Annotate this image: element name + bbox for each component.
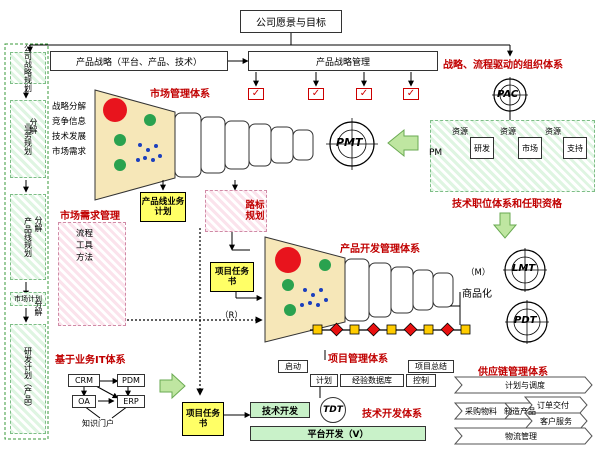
- it-erp: ERP: [117, 395, 145, 408]
- tdt-target: TDT: [320, 397, 346, 423]
- dept-market: 市场: [518, 137, 542, 159]
- dept-support: 支持: [563, 137, 587, 159]
- strategy-inputs: 战略分解 竞争信息 技术发展 市场需求: [52, 100, 86, 160]
- pdt-label: PDT: [514, 315, 537, 326]
- pm-plan: 计划: [310, 374, 338, 387]
- pm-control: 控制: [406, 374, 436, 387]
- left-item-company-strategy: 公司战略规划: [10, 44, 46, 92]
- checkmark-icon: ✓: [308, 88, 324, 100]
- r-label: （R）: [220, 311, 243, 321]
- resource-label: 资源: [500, 127, 516, 136]
- demand-process: 流程: [76, 229, 94, 239]
- pm-start: 启动: [278, 360, 308, 373]
- demand-mgmt-title: 市场需求管理: [60, 211, 120, 222]
- product-strategy-mgmt-box: 产品战略管理: [248, 51, 438, 71]
- supply-logistics: 物流管理: [505, 432, 537, 441]
- tech-dev-title: 技术开发体系: [362, 409, 422, 420]
- it-knowledge-portal: 知识门户: [82, 419, 114, 428]
- market-mgmt-title: 市场管理体系: [150, 89, 210, 100]
- input-market-demand: 市场需求: [52, 147, 87, 157]
- pm-summary: 项目总结: [408, 360, 454, 373]
- commercial-label: 商品化: [462, 289, 492, 300]
- company-vision-box: 公司愿景与目标: [240, 10, 342, 33]
- supply-order-delivery: 订单交付: [537, 401, 569, 410]
- checkmark-icon: ✓: [356, 88, 372, 100]
- lmt-label: LMT: [512, 263, 536, 274]
- m-label: （M）: [466, 268, 491, 278]
- resource-label: 资源: [452, 127, 468, 136]
- product-line-plan-box: 产品线业务计划: [140, 192, 186, 222]
- decompose-label: 分解: [34, 216, 43, 232]
- input-strategy-decomp: 战略分解: [52, 102, 87, 112]
- demand-items: 流程 工具 方法: [76, 228, 93, 264]
- roadmap-panel: 路标规划: [205, 190, 267, 232]
- project-task-box: 项目任务书: [210, 262, 254, 292]
- tech-dev-box: 技术开发: [250, 402, 310, 418]
- demand-methods: 方法: [76, 253, 94, 263]
- decompose-label: 分解: [34, 300, 43, 316]
- supply-title: 供应链管理体系: [478, 367, 548, 378]
- left-item-rd-plan: 研发计划（产品）: [10, 324, 46, 434]
- left-item-business-plan: 业务规划: [10, 100, 46, 178]
- org-title: 战略、流程驱动的组织体系: [443, 60, 563, 71]
- it-crm: CRM: [68, 374, 100, 387]
- supply-purchase: 采购物料: [465, 407, 497, 416]
- left-item-market-plan: 市场计划: [10, 292, 46, 306]
- job-title-system: 技术职位体系和任职资格: [452, 199, 562, 210]
- checkmark-icon: ✓: [403, 88, 419, 100]
- checkmark-icon: ✓: [248, 88, 264, 100]
- pdev-title: 产品开发管理体系: [340, 244, 420, 255]
- supply-manufacture: 制造产品: [504, 407, 536, 416]
- project-mgmt-title: 项目管理体系: [328, 354, 388, 365]
- it-pdm: PDM: [117, 374, 145, 387]
- pmt-label: PMT: [336, 136, 363, 149]
- resource-label: 资源: [545, 127, 561, 136]
- dept-rd: 研发: [470, 137, 494, 159]
- product-strategy-box: 产品战略（平台、产品、技术）: [50, 51, 228, 71]
- pac-label: PAC: [497, 89, 519, 100]
- left-item-product-line-plan: 产品线规划: [10, 194, 46, 280]
- roadmap-label: 路标规划: [245, 200, 265, 222]
- supply-customer-service: 客户服务: [540, 417, 572, 426]
- decompose-label: 分解: [29, 118, 38, 134]
- pm-label: PM: [429, 148, 443, 158]
- tdt-label: TDT: [323, 405, 343, 415]
- demand-panel: [58, 222, 126, 326]
- project-task-box-2: 项目任务书: [182, 402, 224, 436]
- it-oa: OA: [72, 395, 96, 408]
- it-title: 基于业务IT体系: [55, 355, 126, 366]
- input-tech-dev: 技术发展: [52, 132, 87, 142]
- pm-experience-db: 经验数据库: [340, 374, 404, 387]
- input-competition: 竞争信息: [52, 117, 87, 127]
- demand-tools: 工具: [76, 241, 94, 251]
- platform-dev-box: 平台开发（V）: [250, 426, 426, 441]
- supply-plan-schedule: 计划与调度: [505, 381, 545, 390]
